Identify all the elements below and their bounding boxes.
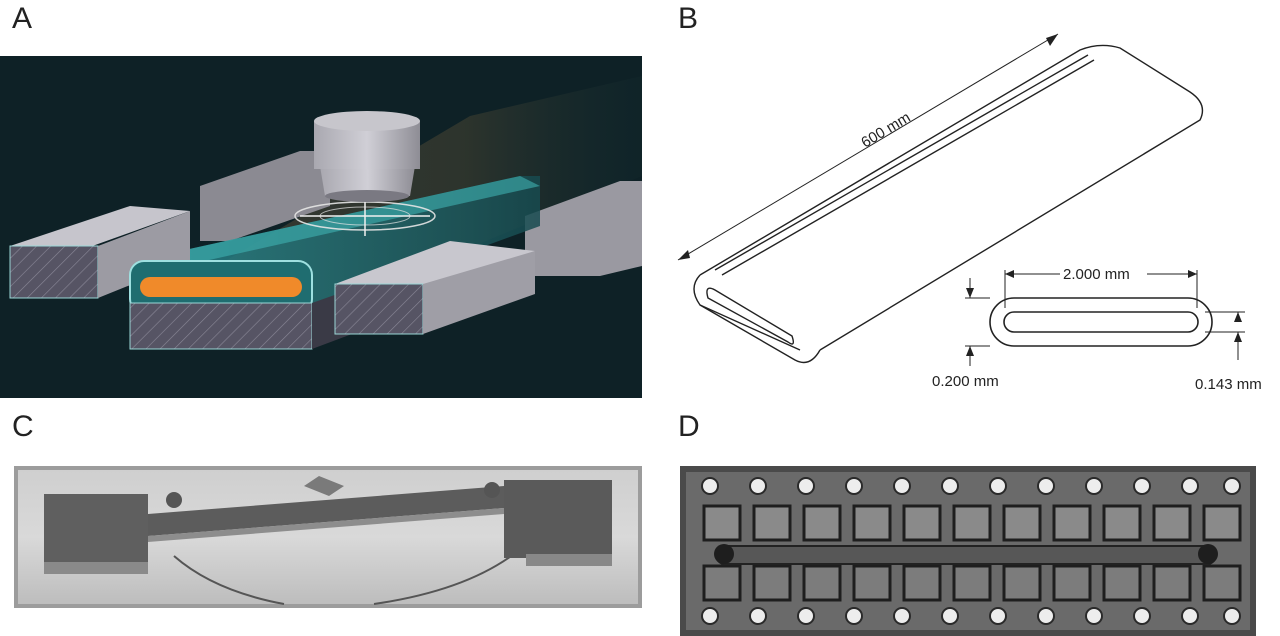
panel-a-letter: A [12,2,33,35]
capillary-dimension-drawing: 600 mm 2.000 mm 0.200 mm [677,33,1262,393]
mounted-capillary-photo [14,466,642,608]
panel-c-photo [14,466,642,608]
panel-b-letter: B [678,2,699,35]
panel-d-letter: D [678,410,700,443]
capillary-xray-image [680,466,1256,636]
wall-label: 0.143 mm [1195,376,1262,393]
capillary-setup-illustration [0,56,642,398]
width-label: 2.000 mm [1063,266,1130,283]
panel-d-photo [680,466,1256,636]
length-arrow-end [1046,34,1058,46]
panel-a-illustration [0,56,642,398]
length-label: 600 mm [858,109,913,151]
height-label: 0.200 mm [932,373,999,390]
panel-b-drawing: 600 mm 2.000 mm 0.200 mm [660,20,1280,400]
length-arrow-start [678,250,690,260]
panel-c-letter: C [12,410,34,443]
cross-section-profile [989,297,1213,347]
